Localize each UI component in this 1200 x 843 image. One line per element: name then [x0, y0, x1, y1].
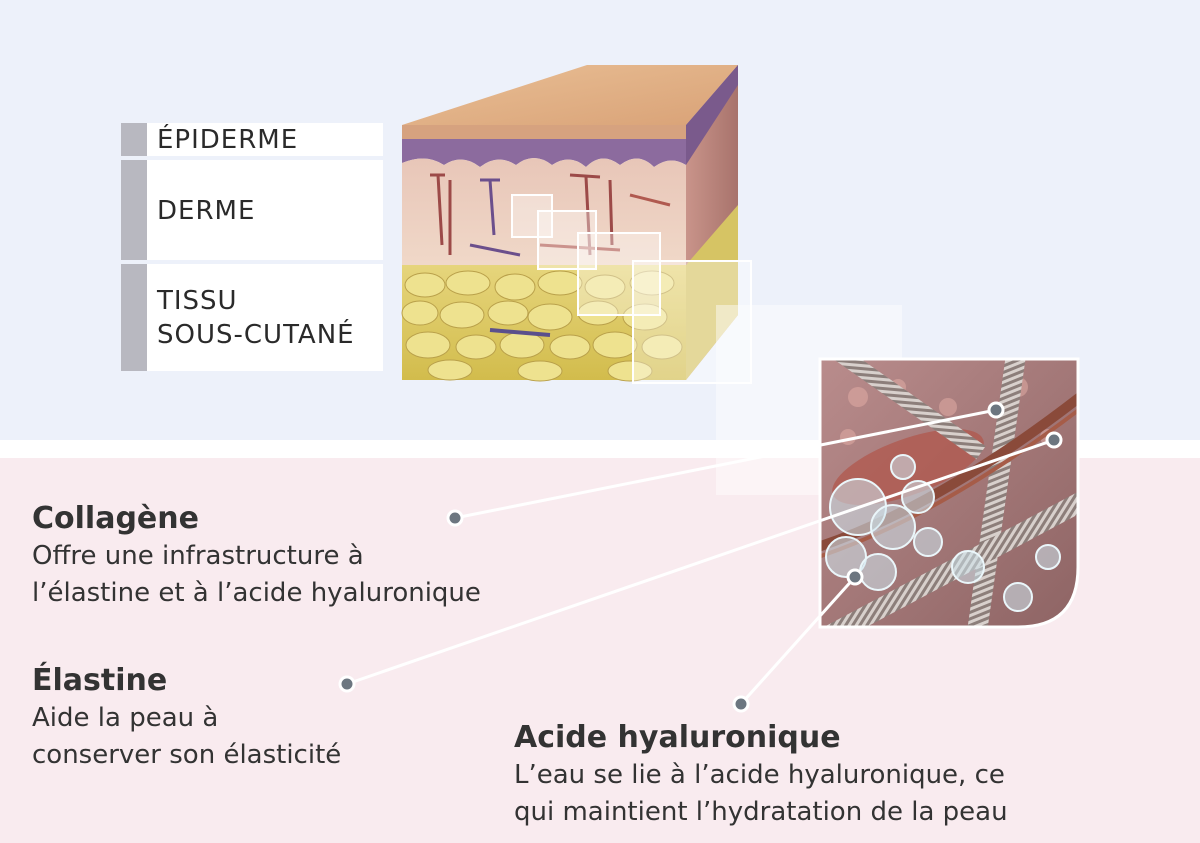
layer-bar-subcutaneous [121, 264, 147, 371]
layer-label-dermis: DERME [121, 160, 383, 260]
layer-bar-epidermis [121, 123, 147, 156]
zoom-square-2 [537, 210, 597, 270]
epidermis-purple [402, 139, 686, 167]
zoom-square-1 [511, 194, 553, 238]
layer-text-dermis: DERME [157, 196, 256, 226]
callout-elastin: Élastine Aide la peau à conserver son él… [32, 662, 341, 774]
elastin-target-dot [1045, 431, 1063, 449]
collagen-fiber-3 [820, 359, 986, 460]
skin-cross-section-illustration [401, 65, 752, 384]
layer-text-subcutaneous-2: SOUS-CUTANÉ [157, 320, 355, 350]
hyaluronic-label-dot [732, 695, 750, 713]
zoom-square-4 [632, 260, 752, 384]
collagen-label-dot [446, 509, 464, 527]
layer-text-subcutaneous-1: TISSU [157, 286, 238, 316]
layer-label-subcutaneous: TISSU SOUS-CUTANÉ [121, 264, 383, 371]
collagen-title: Collagène [32, 501, 199, 536]
elastin-desc: Aide la peau à conserver son élasticité [32, 703, 342, 770]
layer-text-epidermis: ÉPIDERME [157, 125, 299, 155]
elastin-title: Élastine [32, 663, 168, 698]
collagen-desc: Offre une infrastructure à l’élastine et… [32, 541, 481, 608]
hyaluronic-pointer-line [739, 575, 857, 706]
collagen-pointer-line [454, 408, 997, 520]
layer-label-epidermis: ÉPIDERME [121, 123, 383, 156]
callout-collagen: Collagène Offre une infrastructure à l’é… [32, 500, 481, 612]
zoom-square-3 [577, 232, 661, 316]
collagen-target-dot [987, 401, 1005, 419]
elastin-fiber [820, 393, 1078, 552]
layer-bar-dermis [121, 160, 147, 260]
microscopic-view [818, 357, 1080, 629]
elastin-pointer-line [346, 438, 1055, 686]
epidermis-band [402, 125, 686, 139]
hyaluronic-desc: L’eau se lie à l’acide hyaluronique, ce … [514, 760, 1008, 827]
hyaluronic-target-dot [846, 568, 864, 586]
elastin-label-dot [338, 675, 356, 693]
callout-hyaluronic: Acide hyaluronique L’eau se lie à l’acid… [514, 719, 1008, 831]
hyaluronic-title: Acide hyaluronique [514, 720, 841, 755]
skin-top-face [402, 65, 738, 125]
